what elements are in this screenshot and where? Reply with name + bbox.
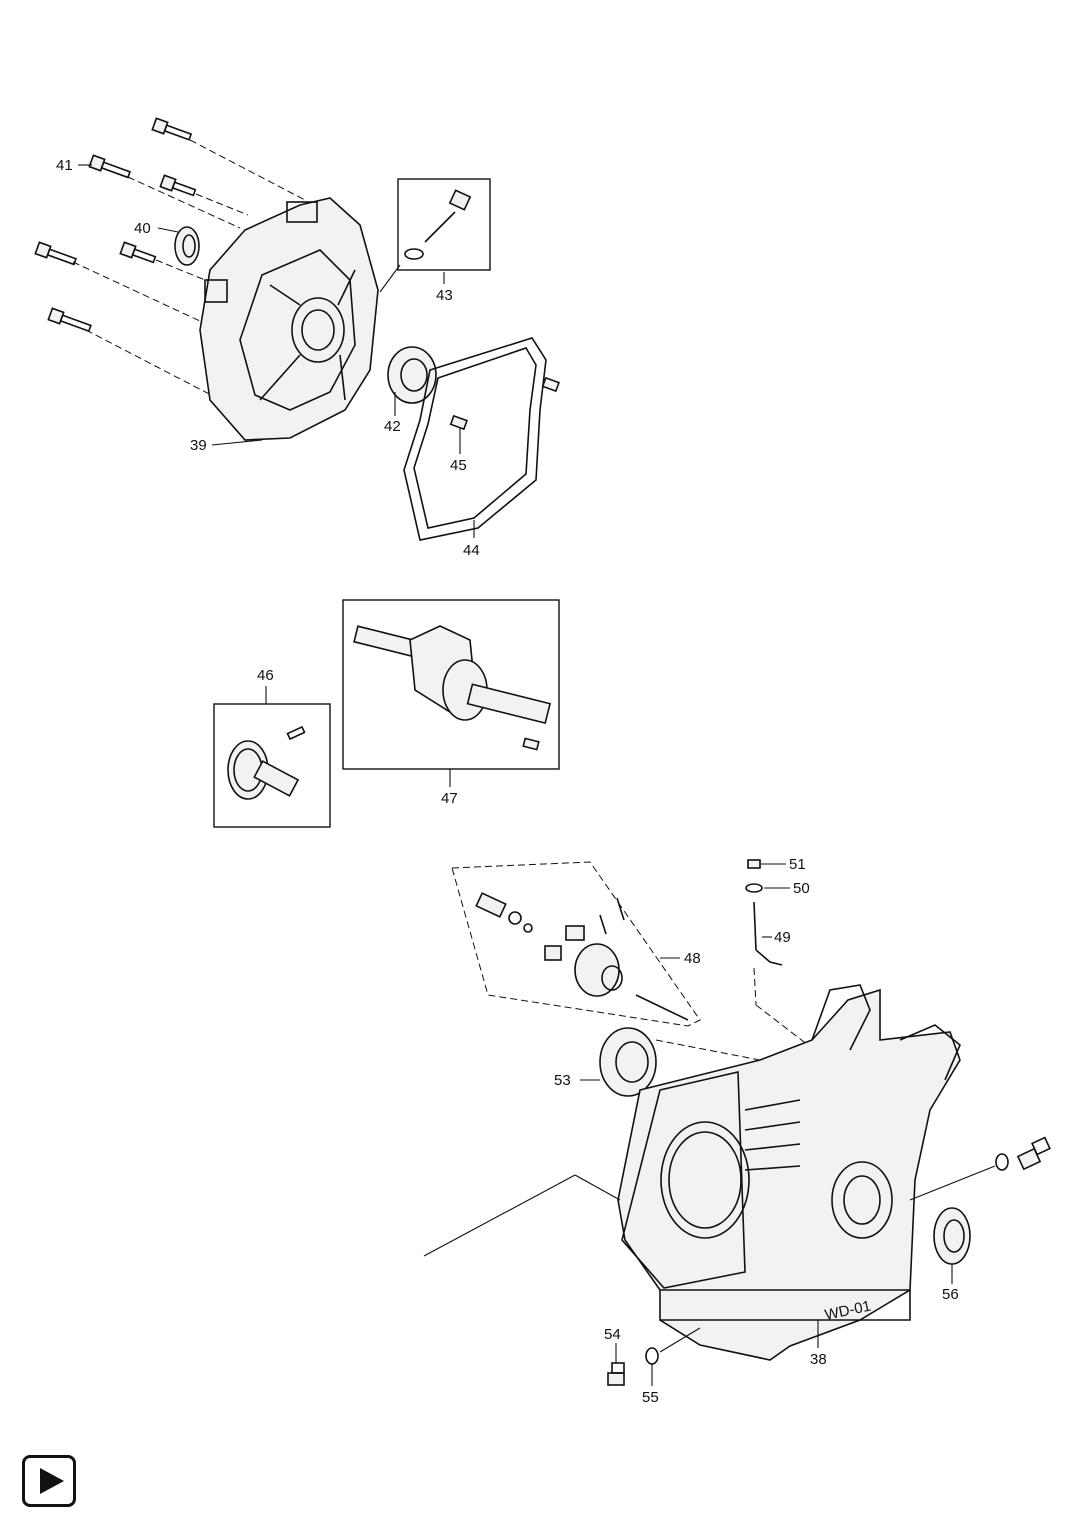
- callout-53: 53: [554, 1072, 571, 1089]
- camshaft: [227, 725, 306, 800]
- crankshaft: [353, 625, 552, 751]
- washer-55: [645, 1347, 659, 1365]
- callout-43: 43: [436, 287, 453, 304]
- callout-56: 56: [942, 1286, 959, 1303]
- callout-50: 50: [793, 880, 810, 897]
- gasket-44: [403, 337, 547, 541]
- callout-45: 45: [450, 457, 467, 474]
- shaft-group: 46 47: [213, 599, 560, 828]
- callout-46: 46: [257, 667, 274, 684]
- dipstick-box: [397, 178, 491, 271]
- bearing-53: [599, 1027, 657, 1097]
- crankcase-group: 48 51 50 49 53: [423, 856, 1051, 1406]
- side-drain-plug: [995, 1136, 1051, 1171]
- callout-40: 40: [134, 220, 151, 237]
- cover-bolts: [34, 117, 197, 333]
- governor-assembly-outline: [451, 861, 701, 1027]
- callout-42: 42: [384, 418, 401, 435]
- callout-48: 48: [684, 950, 701, 967]
- governor-arm: [745, 859, 783, 966]
- bearing-42: [387, 346, 437, 404]
- callout-44: 44: [463, 542, 480, 559]
- callout-54: 54: [604, 1326, 621, 1343]
- callout-55: 55: [642, 1389, 659, 1406]
- play-button[interactable]: [22, 1455, 76, 1507]
- camshaft-box: [213, 703, 331, 828]
- oil-dipstick: [404, 189, 472, 260]
- crankshaft-box: [342, 599, 560, 770]
- crankcase-body: WD-01: [617, 984, 961, 1361]
- drain-plug-54: [607, 1362, 625, 1386]
- dowel-pin: [449, 414, 468, 431]
- crankcase-cover: [199, 197, 379, 441]
- governor-assembly: [475, 892, 689, 1021]
- callout-41: 41: [56, 157, 73, 174]
- crankcase-cover-group: 41 40 39 43 42 45 44: [34, 117, 560, 559]
- callout-39: 39: [190, 437, 207, 454]
- callout-38: 38: [810, 1351, 827, 1368]
- callout-51: 51: [789, 856, 806, 873]
- callout-49: 49: [774, 929, 791, 946]
- callout-47: 47: [441, 790, 458, 807]
